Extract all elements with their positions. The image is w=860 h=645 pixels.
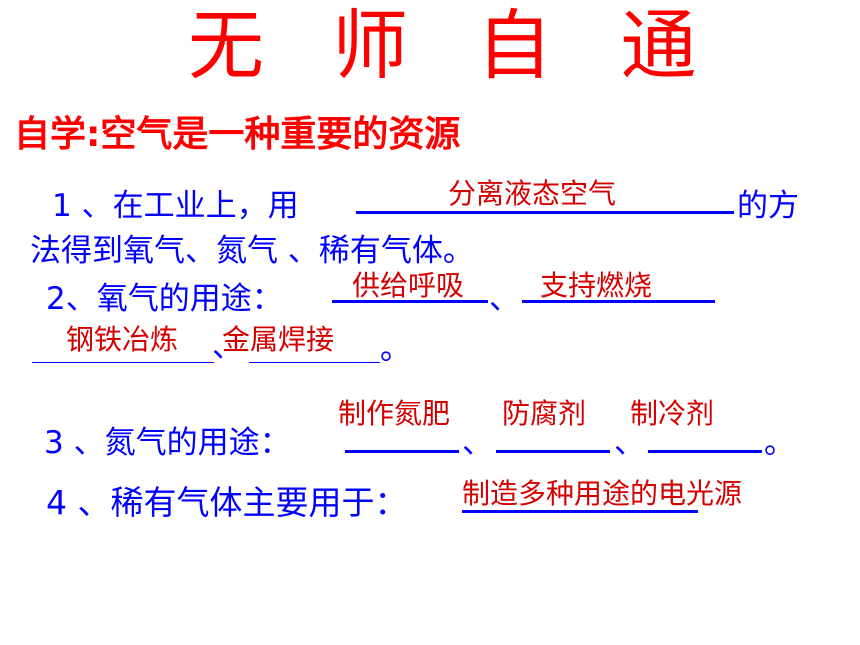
- q3-separator-1: 、: [462, 425, 493, 461]
- q2-prefix: 2、氧气的用途：: [46, 281, 283, 317]
- q2-blank-line-2: [522, 300, 715, 303]
- q3-answer-2: 防腐剂: [502, 397, 587, 430]
- q2-end: 。: [380, 331, 411, 367]
- q2-blank-line-3: [32, 362, 214, 363]
- q1-line2: 法得到氧气、氮气 、稀有气体。: [30, 233, 474, 269]
- q3-blank-line-1: [345, 450, 459, 453]
- q4-answer: 制造多种用途的电光源: [462, 477, 743, 510]
- q1-prefix: 1 、在工业上，用: [52, 188, 299, 224]
- section-subtitle: 自学:空气是一种重要的资源: [14, 114, 461, 155]
- q3-answer-1: 制作氮肥: [338, 397, 451, 430]
- page-title: 无 师 自 通: [188, 1, 719, 90]
- q2-answer-2: 支持燃烧: [540, 269, 653, 302]
- q2-blank-line-4: [249, 362, 380, 363]
- q3-answer-3: 制冷剂: [630, 397, 715, 430]
- q1-answer: 分离液态空气: [448, 177, 617, 210]
- q1-blank-line: [356, 211, 734, 214]
- q2-separator: 、: [489, 281, 520, 317]
- q2-answer-3: 钢铁冶炼: [66, 323, 179, 356]
- q1-suffix: 的方: [737, 188, 799, 224]
- q3-separator-2: 、: [614, 425, 645, 461]
- q2-blank-line-1: [332, 300, 488, 303]
- q4-prefix: 4 、稀有气体主要用于：: [46, 483, 408, 522]
- q2-answer-1: 供给呼吸: [352, 269, 465, 302]
- q3-prefix: 3 、氮气的用途：: [44, 425, 291, 461]
- q3-end: 。: [764, 425, 795, 461]
- q3-blank-line-3: [648, 450, 762, 453]
- q2-answer-4: 金属焊接: [222, 323, 335, 356]
- q2-separator-2: 、: [212, 329, 243, 365]
- q3-blank-line-2: [496, 450, 610, 453]
- q4-blank-line: [462, 510, 698, 513]
